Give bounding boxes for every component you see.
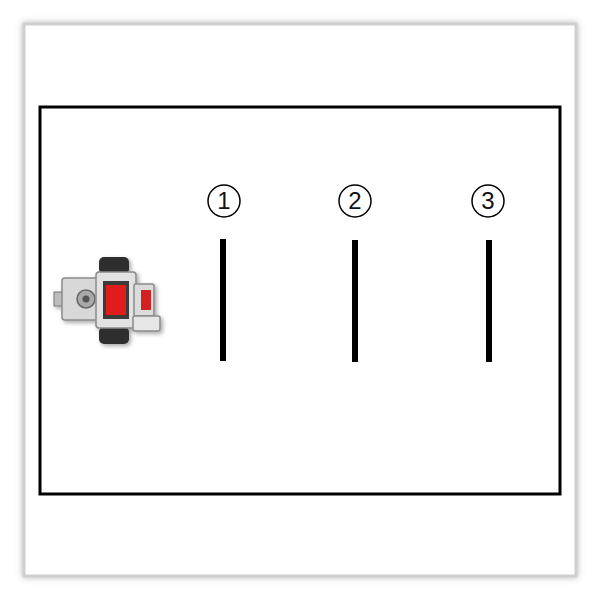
callout-circle: 3 — [471, 184, 505, 218]
robot — [54, 257, 160, 344]
field-border — [40, 107, 560, 494]
callout-number: 1 — [217, 189, 230, 213]
callout-circle: 2 — [338, 184, 372, 218]
line-marker — [486, 240, 492, 362]
frame — [24, 24, 576, 576]
callout-number: 3 — [481, 189, 494, 213]
callout-circle: 1 — [207, 184, 241, 218]
callout-number: 2 — [348, 189, 361, 213]
line-marker — [220, 239, 226, 361]
line-marker — [352, 240, 358, 362]
